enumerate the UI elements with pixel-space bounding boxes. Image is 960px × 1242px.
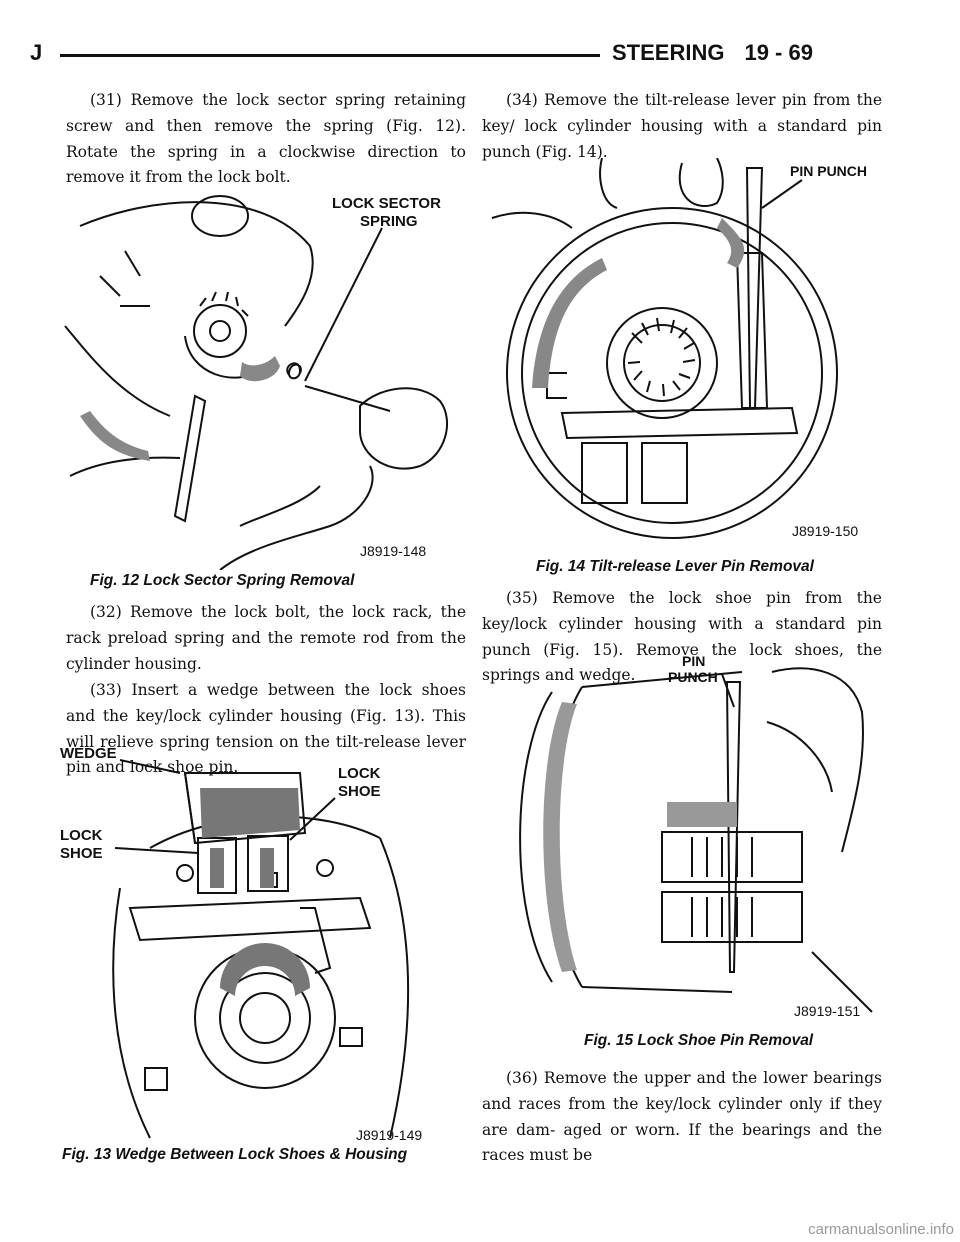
fig13-illustration: WEDGE LOCK SHOE LOCK SHOE J8919-149 [60, 748, 422, 1143]
fig13-callout-wedge: WEDGE [60, 748, 117, 762]
fig12-callout-line2: SPRING [360, 213, 418, 230]
fig13-code: J8919-149 [356, 1127, 422, 1143]
fig14-illustration: PIN PUNCH J8919-150 [491, 158, 867, 539]
fig14-callout: PIN PUNCH [790, 163, 867, 179]
step-32-text: (32) Remove the lock bolt, the lock rack… [66, 603, 466, 673]
fig15-illustration: PIN PUNCH J8919-151 [519, 653, 873, 1019]
fig13-caption: Fig. 13 Wedge Between Lock Shoes & Housi… [62, 1146, 408, 1163]
fig14-caption: Fig. 14 Tilt-release Lever Pin Removal [536, 558, 814, 575]
fig15-callout-line1: PIN [682, 653, 705, 669]
step-31-text: (31) Remove the lock sector spring retai… [66, 91, 466, 187]
step-36-text: (36) Remove the upper and the lower bear… [482, 1069, 882, 1165]
page-number: 19 - 69 [744, 40, 813, 65]
header-letter: J [30, 40, 43, 65]
fig15-code: J8919-151 [794, 1003, 860, 1019]
fig12-caption: Fig. 12 Lock Sector Spring Removal [90, 572, 355, 589]
fig15-caption: Fig. 15 Lock Shoe Pin Removal [584, 1032, 814, 1049]
step-35-text: (35) Remove the lock shoe pin from the k… [482, 589, 882, 685]
fig13-callout-right-1: LOCK [338, 765, 381, 782]
fig12-callout-line1: LOCK SECTOR [332, 195, 441, 212]
fig15-callout-line2: PUNCH [668, 669, 718, 685]
step-34-text: (34) Remove the tilt-release lever pin f… [482, 91, 882, 161]
fig14-code: J8919-150 [792, 523, 858, 539]
fig13-callout-left-1: LOCK [60, 827, 103, 844]
fig13-callout-right-2: SHOE [338, 783, 381, 800]
section-title: STEERING [612, 40, 725, 65]
header-rule [60, 54, 600, 57]
fig12-illustration: LOCK SECTOR SPRING J8919-148 [64, 195, 449, 570]
fig12-code: J8919-148 [360, 543, 426, 559]
fig13-callout-left-2: SHOE [60, 845, 103, 862]
header-title: STEERING 19 - 69 [612, 40, 813, 66]
watermark: carmanualsonline.info [808, 1221, 954, 1238]
